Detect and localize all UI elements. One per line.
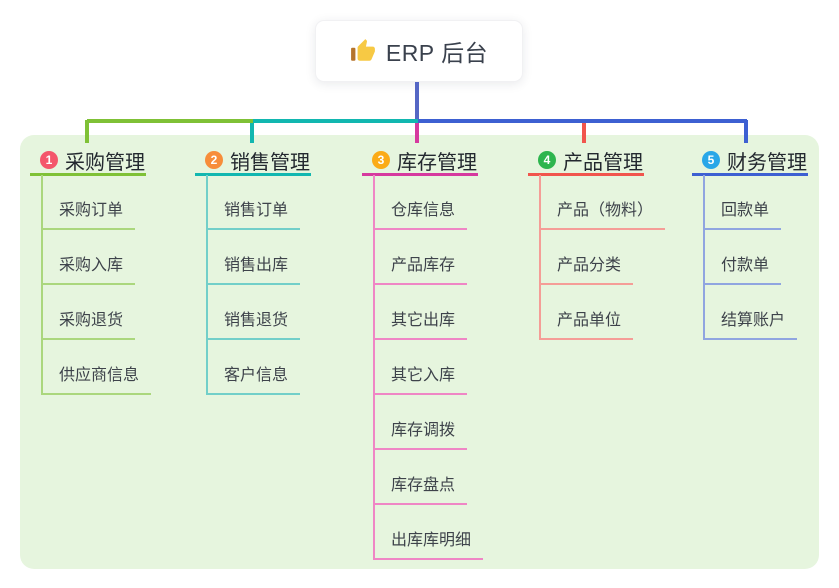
child-node[interactable]: 产品单位 — [541, 306, 634, 340]
child-row: 付款单 — [705, 230, 797, 285]
child-node[interactable]: 产品库存 — [375, 251, 468, 285]
child-node[interactable]: 销售出库 — [208, 251, 301, 285]
connector-branch-2 — [250, 120, 254, 143]
branch-header-2[interactable]: 2 销售管理 — [195, 147, 311, 176]
child-node[interactable]: 仓库信息 — [375, 196, 468, 230]
child-row: 客户信息 — [208, 340, 301, 395]
child-node[interactable]: 销售订单 — [208, 196, 301, 230]
branch-children-3: 仓库信息产品库存其它出库其它入库库存调拨库存盘点出库库明细 — [373, 175, 484, 560]
child-row: 销售订单 — [208, 175, 301, 230]
child-node[interactable]: 回款单 — [705, 196, 782, 230]
connector-branch-4 — [582, 120, 586, 143]
child-row: 产品分类 — [541, 230, 665, 285]
root-node[interactable]: ERP 后台 — [315, 20, 523, 82]
child-node[interactable]: 供应商信息 — [43, 361, 152, 395]
child-row: 产品库存 — [375, 230, 483, 285]
child-node[interactable]: 客户信息 — [208, 361, 301, 395]
connector-bus-segment-2 — [253, 119, 418, 123]
connector-bus-segment-3 — [418, 119, 747, 123]
branch-title: 销售管理 — [230, 151, 310, 174]
branch-badge-3: 3 — [372, 151, 390, 169]
branch-badge-2: 2 — [205, 151, 223, 169]
child-node[interactable]: 其它入库 — [375, 361, 468, 395]
root-title: ERP 后台 — [385, 40, 489, 66]
child-node[interactable]: 产品（物料） — [541, 196, 666, 230]
branch-title: 财务管理 — [727, 151, 807, 174]
branch-badge-4: 4 — [538, 151, 556, 169]
child-node[interactable]: 产品分类 — [541, 251, 634, 285]
branch-badge-5: 5 — [702, 151, 720, 169]
child-node[interactable]: 采购退货 — [43, 306, 136, 340]
child-row: 其它出库 — [375, 285, 483, 340]
branch-header-1[interactable]: 1 采购管理 — [30, 147, 146, 176]
child-row: 销售出库 — [208, 230, 301, 285]
branch-header-4[interactable]: 4 产品管理 — [528, 147, 644, 176]
connector-branch-3 — [415, 120, 419, 143]
child-row: 出库库明细 — [375, 505, 484, 560]
child-node[interactable]: 库存盘点 — [375, 471, 468, 505]
child-node[interactable]: 出库库明细 — [375, 526, 484, 560]
child-row: 产品（物料） — [541, 175, 666, 230]
child-node[interactable]: 销售退货 — [208, 306, 301, 340]
connector-branch-5 — [744, 120, 748, 143]
connector-bus-segment-1 — [87, 119, 253, 123]
branch-title: 采购管理 — [65, 151, 145, 174]
branch-header-3[interactable]: 3 库存管理 — [362, 147, 478, 176]
child-node[interactable]: 采购订单 — [43, 196, 136, 230]
child-row: 销售退货 — [208, 285, 301, 340]
branch-title: 库存管理 — [397, 151, 477, 174]
child-row: 库存盘点 — [375, 450, 483, 505]
connector-root — [415, 82, 419, 120]
branch-children-1: 采购订单采购入库采购退货供应商信息 — [41, 175, 152, 395]
child-row: 采购入库 — [43, 230, 151, 285]
child-node[interactable]: 其它出库 — [375, 306, 468, 340]
thumbs-up-icon — [350, 39, 375, 61]
child-node[interactable]: 采购入库 — [43, 251, 136, 285]
branch-children-4: 产品（物料） 产品分类产品单位 — [539, 175, 666, 340]
child-row: 采购退货 — [43, 285, 151, 340]
child-row: 回款单 — [705, 175, 797, 230]
child-row: 结算账户 — [705, 285, 798, 340]
child-row: 仓库信息 — [375, 175, 483, 230]
child-row: 其它入库 — [375, 340, 483, 395]
child-row: 供应商信息 — [43, 340, 152, 395]
child-node[interactable]: 结算账户 — [705, 306, 798, 340]
branch-children-2: 销售订单销售出库销售退货客户信息 — [206, 175, 301, 395]
branch-badge-1: 1 — [40, 151, 58, 169]
connector-branch-1 — [85, 120, 89, 143]
child-node[interactable]: 库存调拨 — [375, 416, 468, 450]
branch-children-5: 回款单付款单结算账户 — [703, 175, 798, 340]
child-node[interactable]: 付款单 — [705, 251, 782, 285]
branch-header-5[interactable]: 5 财务管理 — [692, 147, 808, 176]
branches-panel — [20, 135, 819, 569]
child-row: 产品单位 — [541, 285, 665, 340]
child-row: 采购订单 — [43, 175, 151, 230]
child-row: 库存调拨 — [375, 395, 483, 450]
branch-title: 产品管理 — [563, 151, 643, 174]
